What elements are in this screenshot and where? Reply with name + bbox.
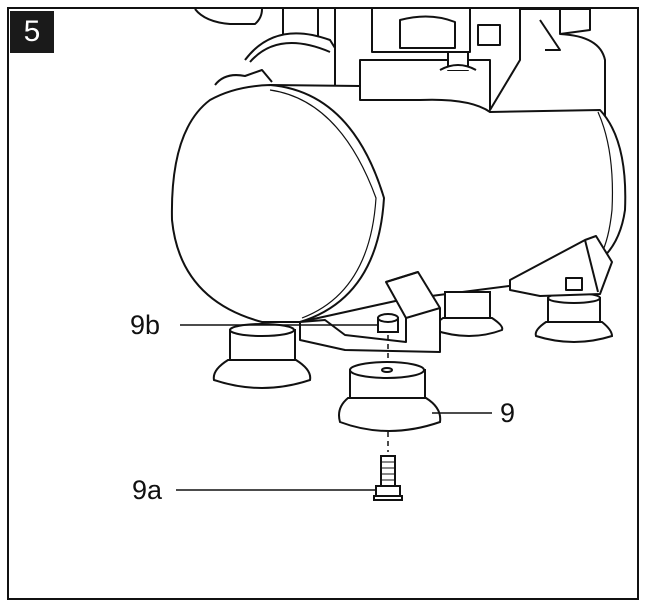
nut-9b [377, 313, 399, 333]
step-number-badge: 5 [10, 11, 54, 53]
front-foot-bracket [299, 271, 441, 353]
callout-label-9b: 9b [130, 310, 161, 340]
bolt-9a [373, 455, 403, 501]
callout-label-9: 9 [500, 398, 516, 428]
rear-foot-middle [432, 291, 504, 337]
compressor-top-machinery [194, 8, 606, 120]
rubber-foot-9 [338, 361, 442, 432]
air-tank [170, 84, 627, 323]
diagram-border [7, 7, 639, 600]
rear-right-bracket [509, 235, 613, 297]
rear-foot-left [212, 323, 312, 389]
rear-foot-right [534, 292, 614, 343]
callout-label-9a: 9a [132, 475, 163, 505]
